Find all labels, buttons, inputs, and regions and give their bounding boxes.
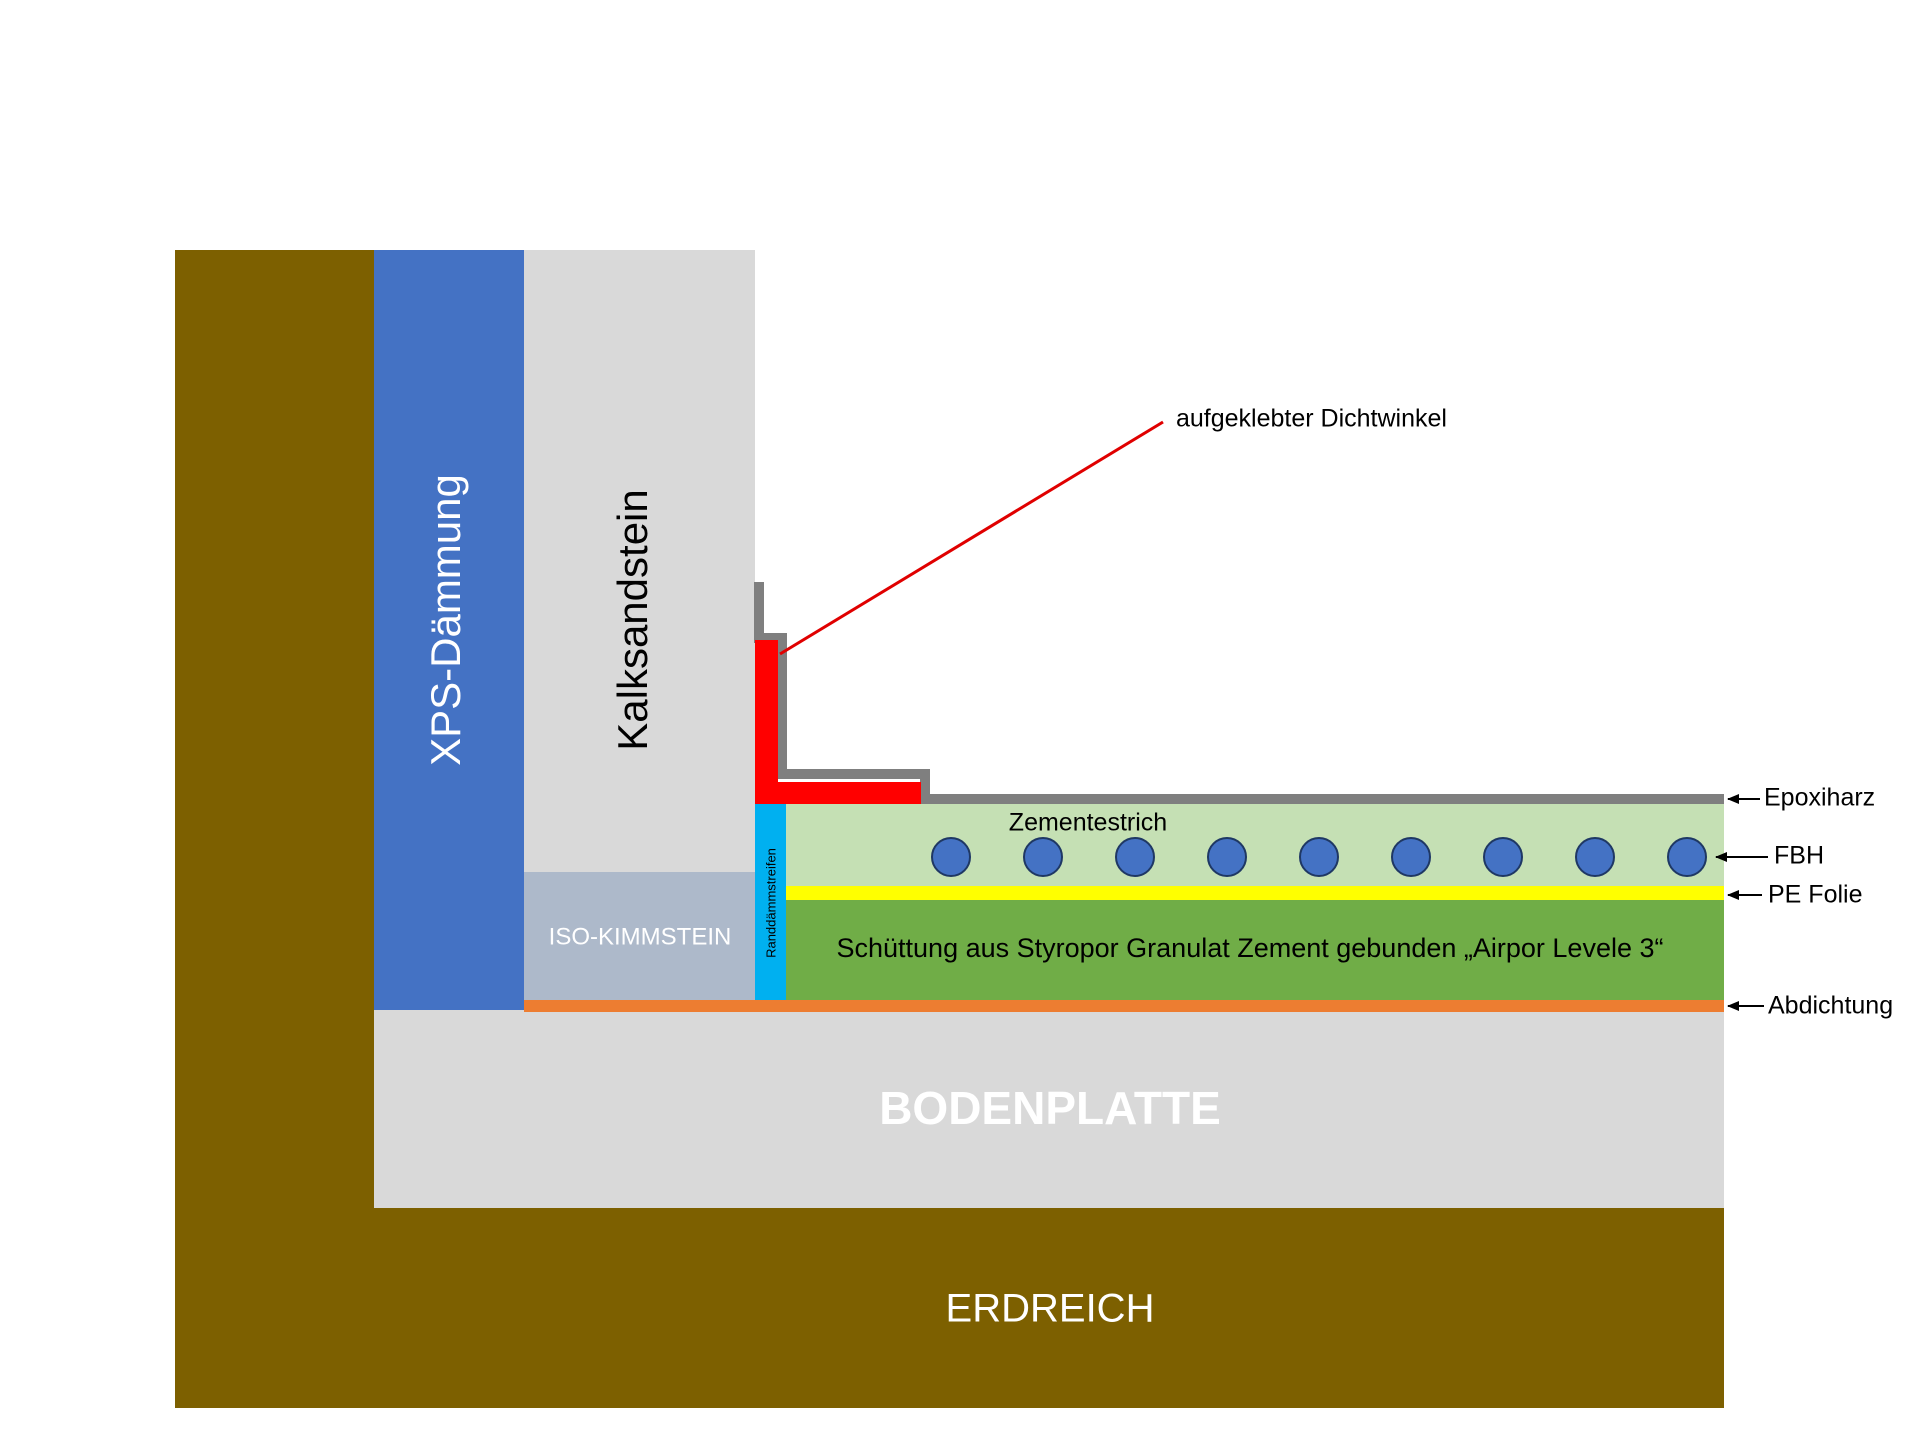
iso-kimmstein-region <box>524 872 755 1000</box>
schuettung-label: Schüttung aus Styropor Granulat Zement g… <box>837 933 1664 963</box>
epoxiharz-callout: Epoxiharz <box>1764 784 1875 812</box>
abdichtung-callout: Abdichtung <box>1768 992 1893 1020</box>
fbh-pipes <box>931 837 1707 877</box>
xps-daemmung-label: XPS-Dämmung <box>422 474 469 766</box>
dichtwinkel-callout: aufgeklebter Dichtwinkel <box>1176 405 1447 433</box>
fbh-pipe <box>1299 837 1339 877</box>
erdreich-region <box>175 250 1724 1408</box>
zementestrich-label: Zementestrich <box>1009 809 1167 837</box>
xps-daemmung-region <box>374 250 524 1010</box>
dichtwinkel-shape <box>755 640 921 804</box>
fbh-pipe <box>931 837 971 877</box>
iso-kimmstein-label: ISO-KIMMSTEIN <box>549 923 732 950</box>
fbh-pipe <box>1483 837 1523 877</box>
schuettung-region <box>786 900 1724 1000</box>
randdaemmstreifen-region <box>755 804 786 1000</box>
fbh-pipe <box>1207 837 1247 877</box>
dichtwinkel-leader-line <box>779 420 1164 656</box>
epoxiharz-layer <box>754 582 1724 804</box>
bodenplatte-region <box>374 1010 1724 1208</box>
pe-folie-callout: PE Folie <box>1768 881 1862 909</box>
fbh-callout: FBH <box>1774 842 1824 870</box>
fbh-pipe <box>1391 837 1431 877</box>
fbh-pipe <box>1023 837 1063 877</box>
fbh-pipe <box>1667 837 1707 877</box>
pe-folie-layer <box>786 886 1724 900</box>
fbh-pipe <box>1575 837 1615 877</box>
kalksandstein-label: Kalksandstein <box>609 489 656 751</box>
bodenplatte-label: BODENPLATTE <box>879 1082 1221 1134</box>
fbh-pipe <box>1115 837 1155 877</box>
kalksandstein-region <box>524 250 755 872</box>
erdreich-label: ERDREICH <box>946 1287 1155 1331</box>
randdaemmstreifen-label: Randdämmstreifen <box>763 848 778 958</box>
abdichtung-layer <box>524 1000 1724 1012</box>
